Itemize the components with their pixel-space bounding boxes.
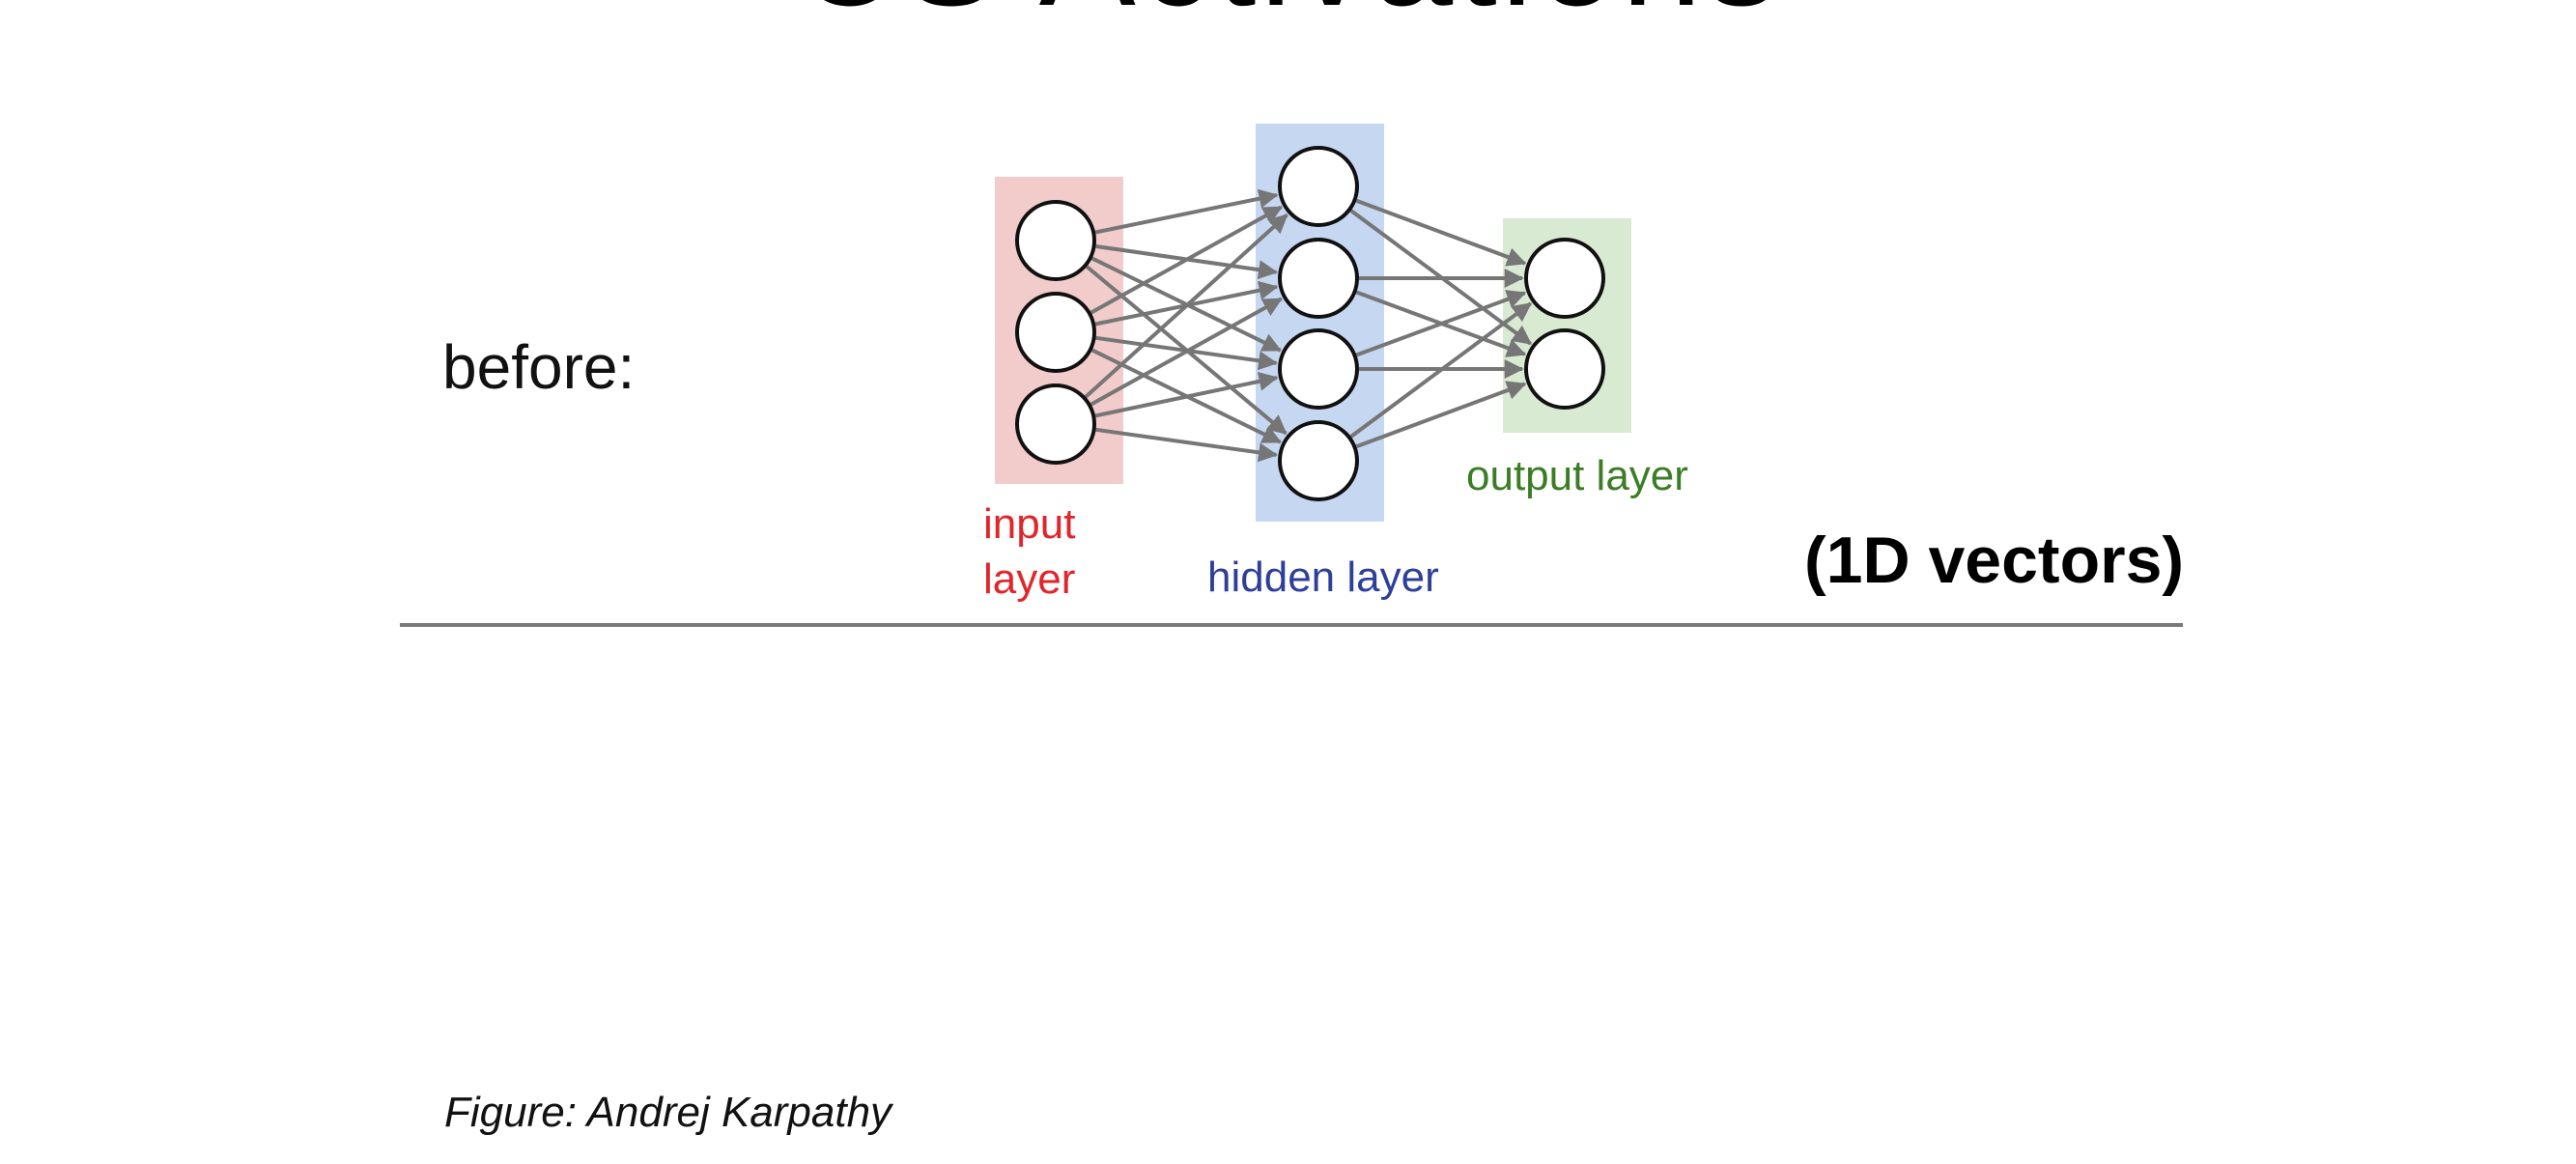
section-divider [400, 623, 2183, 627]
hidden-neuron-4 [1278, 420, 1359, 501]
neurons [1015, 146, 1605, 501]
figure-credit: Figure: Andrej Karpathy [444, 1089, 892, 1136]
hidden-layer-caption: hidden layer [1207, 554, 1439, 601]
output-neuron-2 [1524, 328, 1605, 410]
before-label: before: [442, 332, 636, 402]
edge-hidden-4-to-output-2 [1355, 381, 1527, 449]
hidden-neuron-1 [1278, 146, 1359, 227]
hidden-neuron-3 [1278, 328, 1359, 410]
input-neuron-3 [1015, 383, 1096, 465]
edge-input-3-to-hidden-4 [1095, 427, 1279, 463]
edge-input-2-to-hidden-1 [1090, 205, 1283, 315]
output-neuron-1 [1524, 238, 1605, 319]
vectors-label: (1D vectors) [1804, 524, 2185, 597]
slide-title: CS Activations [0, 0, 2576, 27]
edge-input-3-to-hidden-1 [1084, 213, 1288, 399]
input-neuron-2 [1015, 292, 1096, 373]
input-layer-caption-line-2: layer [983, 555, 1075, 603]
edge-input-3-to-hidden-2 [1090, 297, 1283, 407]
edge-input-3-to-hidden-3 [1094, 371, 1279, 418]
edge-hidden-3-to-output-1 [1355, 290, 1527, 357]
edge-input-1-to-hidden-1 [1094, 188, 1279, 235]
connection-edges [1084, 188, 1533, 463]
edge-hidden-1-to-output-1 [1355, 198, 1527, 267]
edge-hidden-4-to-output-1 [1349, 301, 1533, 439]
output-layer-caption: output layer [1466, 452, 1688, 499]
input-neuron-1 [1015, 200, 1096, 281]
input-layer-caption-line-1: input [983, 500, 1075, 548]
hidden-neuron-2 [1278, 238, 1359, 319]
